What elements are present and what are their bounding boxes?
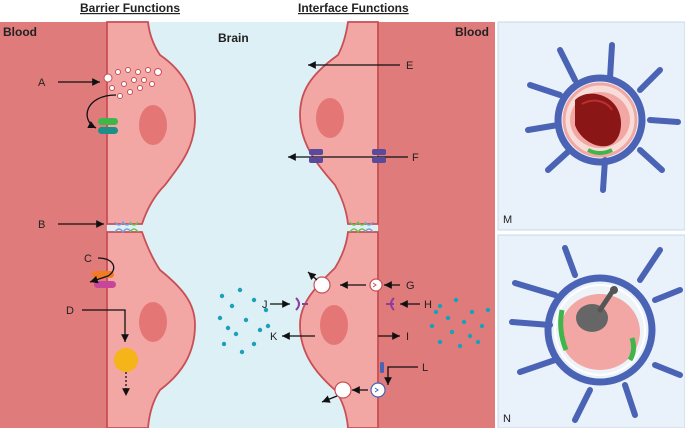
label-L: L (422, 362, 428, 374)
label-B: B (38, 219, 45, 231)
vesicle-G-brain-side (313, 276, 331, 294)
molecule-dots-blood (429, 297, 491, 349)
transporter-F-brain-side (309, 149, 323, 163)
label-H: H (424, 299, 432, 311)
arrow-L-release (321, 395, 338, 403)
receptor-J (295, 297, 300, 311)
membrane-protein-L (380, 362, 384, 373)
label-blood-right: Blood (455, 25, 489, 39)
arrow-D (82, 309, 129, 342)
pericyte-N-left (558, 309, 569, 351)
transporter-F-blood-side (372, 149, 386, 163)
astrocyte-endfeet-N (509, 245, 683, 423)
label-M: M (503, 214, 512, 226)
blood-region-right (378, 22, 495, 428)
header-barrier-functions: Barrier Functions (80, 1, 180, 15)
tight-junction-left (114, 220, 139, 234)
label-K: K (270, 331, 278, 343)
nucleus-left-top (139, 105, 167, 145)
label-D: D (66, 305, 74, 317)
inset-N (497, 234, 685, 429)
label-brain: Brain (218, 31, 249, 45)
label-F: F (412, 152, 419, 164)
arrow-L (384, 366, 418, 385)
yellow-vesicle-D (114, 348, 138, 372)
tight-junction-right (349, 220, 374, 234)
blood-region-left (0, 22, 107, 428)
pericyte-M (587, 148, 613, 155)
molecule-dots-brain (217, 287, 271, 355)
pericyte-N-right (627, 337, 637, 362)
label-N: N (503, 413, 511, 425)
inset-M (497, 21, 685, 231)
label-A: A (38, 77, 46, 89)
nucleus-right-top (316, 98, 344, 138)
label-C: C (84, 253, 92, 265)
vesicles-A (103, 67, 162, 99)
label-J: J (262, 299, 268, 311)
astrocyte-endfeet-M (525, 42, 681, 193)
label-blood-left: Blood (3, 25, 37, 39)
label-G: G (406, 280, 415, 292)
nucleus-left-bottom (139, 302, 167, 342)
header-interface-functions: Interface Functions (298, 1, 409, 15)
nucleus-right-bottom (320, 305, 348, 345)
efflux-pump-A (98, 118, 118, 134)
label-E: E (406, 60, 413, 72)
vesicle-L-brain-side (334, 381, 352, 399)
arrow-G-release (307, 271, 318, 281)
label-I: I (406, 331, 409, 343)
recycle-arrow-A (86, 94, 117, 129)
arrow-C (89, 257, 115, 284)
